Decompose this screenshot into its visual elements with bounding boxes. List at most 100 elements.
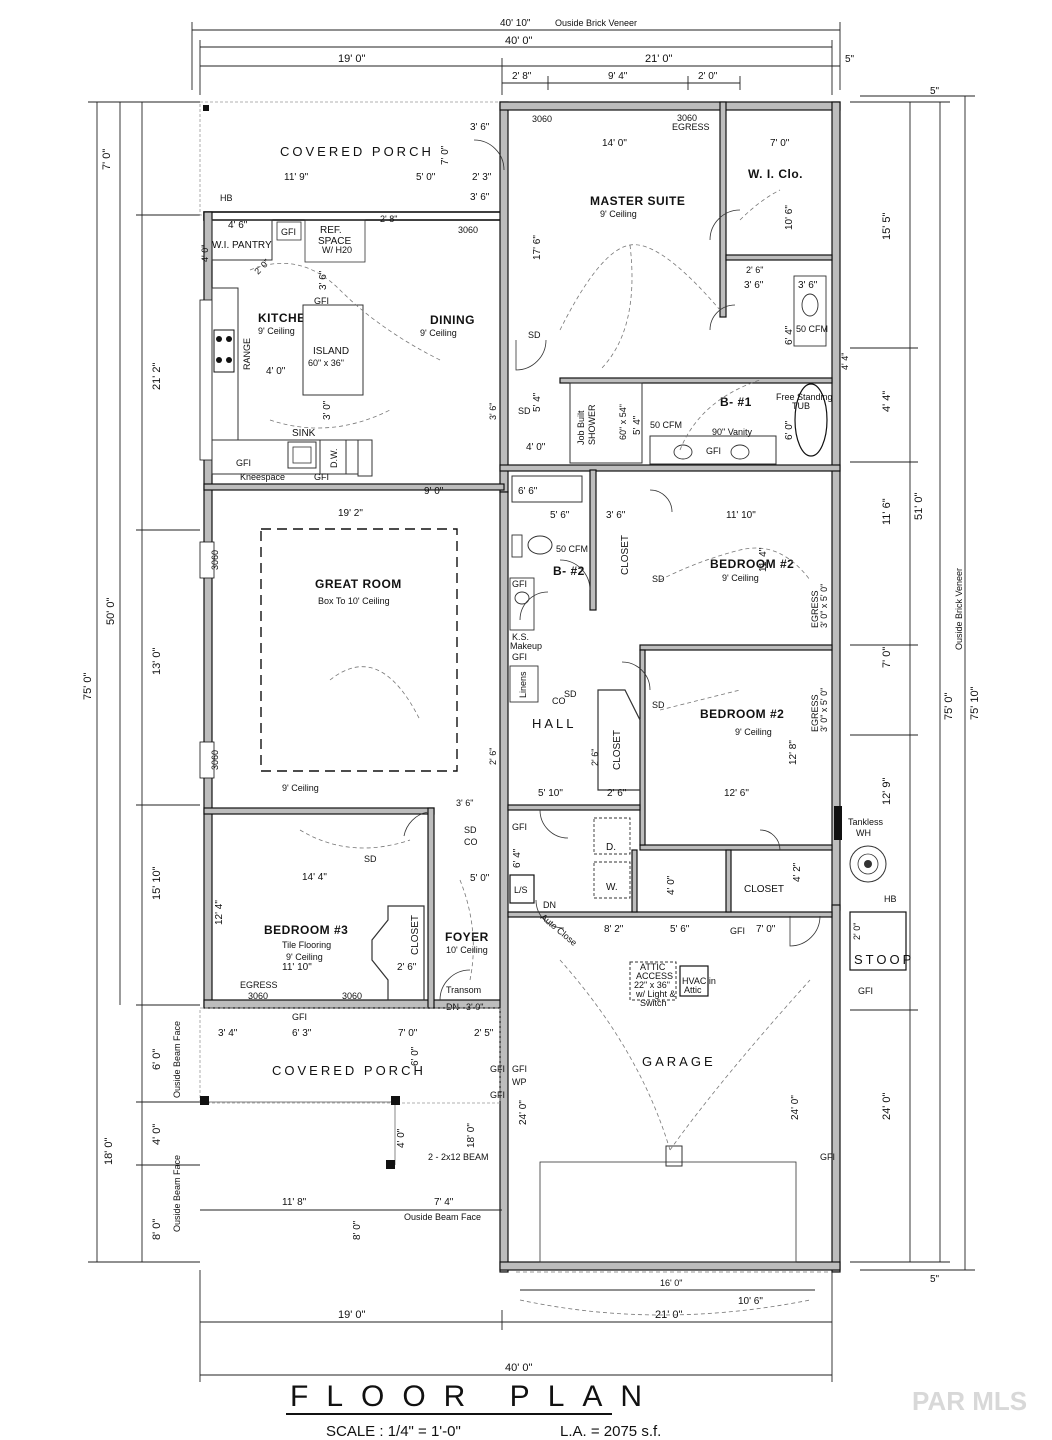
dim-ref-height: 3' 6" — [318, 270, 329, 290]
ks-makeup-label: Makeup — [510, 641, 542, 651]
wall-kitchen-top — [203, 211, 505, 221]
hose-bib-label: HB — [884, 894, 897, 904]
dim-laundry-c: 8' 2" — [604, 924, 624, 935]
master-ceiling: 9' Ceiling — [600, 209, 637, 219]
dim-laundry-b: 4' 0" — [666, 875, 677, 895]
dim-laundry-height: 6' 4" — [512, 848, 523, 868]
scale-text: SCALE : 1/4" = 1'-0" — [326, 1423, 461, 1440]
dim-left-four: 4' 0" — [151, 1124, 163, 1145]
gfi-label: GFI — [512, 1064, 527, 1074]
island-size: 60" x 36" — [308, 358, 344, 368]
pantry-label: W.I. PANTRY — [212, 240, 272, 251]
co-detector-label: CO — [464, 837, 478, 847]
hose-bib-label: HB — [220, 193, 233, 203]
shower-label: Job Built — [576, 410, 586, 445]
kitchen-area: W.I. PANTRY 4' 6" 4' 0" 2' 0" GFI REF. S… — [200, 214, 478, 519]
foyer-label: FOYER — [445, 930, 489, 944]
wall-garage-right — [831, 904, 841, 1273]
gfi-label: GFI — [314, 472, 329, 482]
gfi-label: GFI — [858, 986, 873, 996]
smoke-detector-label: SD — [464, 825, 477, 835]
smoke-detector-label: SD — [528, 330, 541, 340]
tankless-label: Tankless — [848, 817, 884, 827]
wall-hall-bottom — [507, 804, 641, 811]
attic-access-label: ACCESS — [636, 971, 673, 981]
covered-porch-bottom-label: COVERED PORCH — [272, 1063, 426, 1078]
wall-garage-top — [507, 911, 833, 918]
dim-left-overall: 75' 0" — [82, 672, 94, 700]
dim-bath-c: 6' 0" — [784, 420, 795, 440]
sink-label: SINK — [292, 428, 316, 439]
dim-hall-a: 5' 10" — [538, 788, 563, 799]
washer-label: W. — [606, 882, 618, 893]
dim-porch-b5: 6' 0" — [410, 1046, 421, 1066]
wall-bed2-divide — [639, 644, 833, 651]
dim-top-offset: 5" — [845, 54, 855, 65]
wall-bath-top — [559, 377, 833, 384]
dim-pantry-width: 4' 6" — [228, 220, 248, 231]
attic-size: 22" x 36" — [634, 980, 670, 990]
bedroom-2a-ceiling: 9' Ceiling — [722, 573, 759, 583]
beam-face-note: Ouside Beam Face — [404, 1212, 481, 1222]
dim-porch-b4: 2' 5" — [474, 1028, 494, 1039]
dim-door-36: 3' 6" — [488, 403, 498, 420]
linens-label: Linens — [518, 671, 528, 698]
beam-face-note-b: Ouside Beam Face — [172, 1155, 182, 1232]
dim-foyer-width: 5' 0" — [470, 873, 490, 884]
wall-wic-bottom — [725, 254, 833, 261]
gfi-label: GFI — [512, 579, 527, 589]
bedroom-3-area: SD 14' 4" 12' 4" BEDROOM #3 Tile Floorin… — [214, 825, 490, 1022]
dim-top-sub-a: 2' 8" — [512, 71, 532, 82]
shower-label-2: SHOWER — [587, 404, 597, 445]
dim-front-c: 8' 0" — [352, 1220, 363, 1240]
egress-size: 3' 0" x 5' 0" — [819, 688, 829, 732]
dim-bed2b-height: 12' 8" — [788, 740, 799, 765]
dim-bed3-b: 11' 10" — [282, 962, 312, 973]
dim-bed3-height: 12' 4" — [214, 900, 225, 925]
range-label: RANGE — [242, 338, 252, 370]
dim-pantry-height: 4' 0" — [200, 245, 210, 262]
dw-label: D.W. — [329, 449, 339, 469]
dim-stoop: 2' 0" — [852, 923, 862, 940]
wall-master-wic — [719, 101, 727, 318]
wiring-lines — [249, 189, 811, 1316]
vanity-label: 90" Vanity — [712, 427, 753, 437]
gfi-label: GFI — [490, 1090, 505, 1100]
dim-beam-a: 4' 0" — [396, 1128, 407, 1148]
dim-wic-height: 10' 6" — [784, 205, 795, 230]
right-dimensions: 5" 5" 75' 10" Ouside Brick Veneer 75' 0"… — [850, 86, 981, 1285]
dim-top-sub-c: 2' 0" — [698, 71, 718, 82]
wall-bed3-right — [427, 807, 435, 1009]
hall-area: Linens HALL SD CO CLOSET 2' 6" 5' 10" 2'… — [456, 403, 641, 808]
weatherproof-label: WP — [512, 1077, 527, 1087]
window-label: 3060 — [532, 114, 552, 124]
dim-porch-b: 5' 0" — [416, 172, 436, 183]
dim-master-width: 14' 0" — [602, 138, 627, 149]
kitchen-ceiling: 9' Ceiling — [258, 326, 295, 336]
wall-garage-closet — [725, 849, 732, 913]
gfi-label: GFI — [512, 822, 527, 832]
dim-tub-width: 6' 6" — [518, 486, 538, 497]
closet-label-hall: CLOSET — [612, 730, 623, 770]
attic-switch: Switch — [640, 998, 667, 1008]
dining-label: DINING — [430, 313, 475, 327]
closet-label-b2: CLOSET — [620, 535, 631, 575]
dim-garage-height-left: 24' 0" — [518, 1100, 529, 1125]
kitchen-label: KITCHEN — [258, 311, 315, 325]
ref-label-3: W/ H20 — [322, 245, 352, 255]
foyer-ceiling: 10' Ceiling — [446, 945, 488, 955]
dim-porch-d: 3' 6" — [470, 122, 490, 133]
great-room-ceiling-box — [260, 528, 458, 772]
dim-b2-width: 5' 6" — [550, 510, 570, 521]
dim-front-b: 7' 4" — [434, 1197, 454, 1208]
brick-veneer-note: Ouside Brick Veneer — [555, 18, 637, 28]
closet-label-bed3: CLOSET — [410, 915, 421, 955]
dim-garage-b: 7' 0" — [756, 924, 776, 935]
garage-area: ATTIC ACCESS 22" x 36" w/ Light & Switch… — [516, 961, 873, 1273]
dim-bottom-overall: 40' 0" — [505, 1362, 533, 1374]
dim-porch-b1: 3' 4" — [218, 1028, 238, 1039]
covered-porch-bottom: 3' 4" 6' 3" 7' 0" 2' 5" 6' 0" COVERED PO… — [199, 1007, 527, 1240]
door-swings — [403, 139, 821, 1001]
dim-master-height: 17' 6" — [532, 235, 543, 260]
dim-door-28: 2' 8" — [380, 214, 397, 224]
